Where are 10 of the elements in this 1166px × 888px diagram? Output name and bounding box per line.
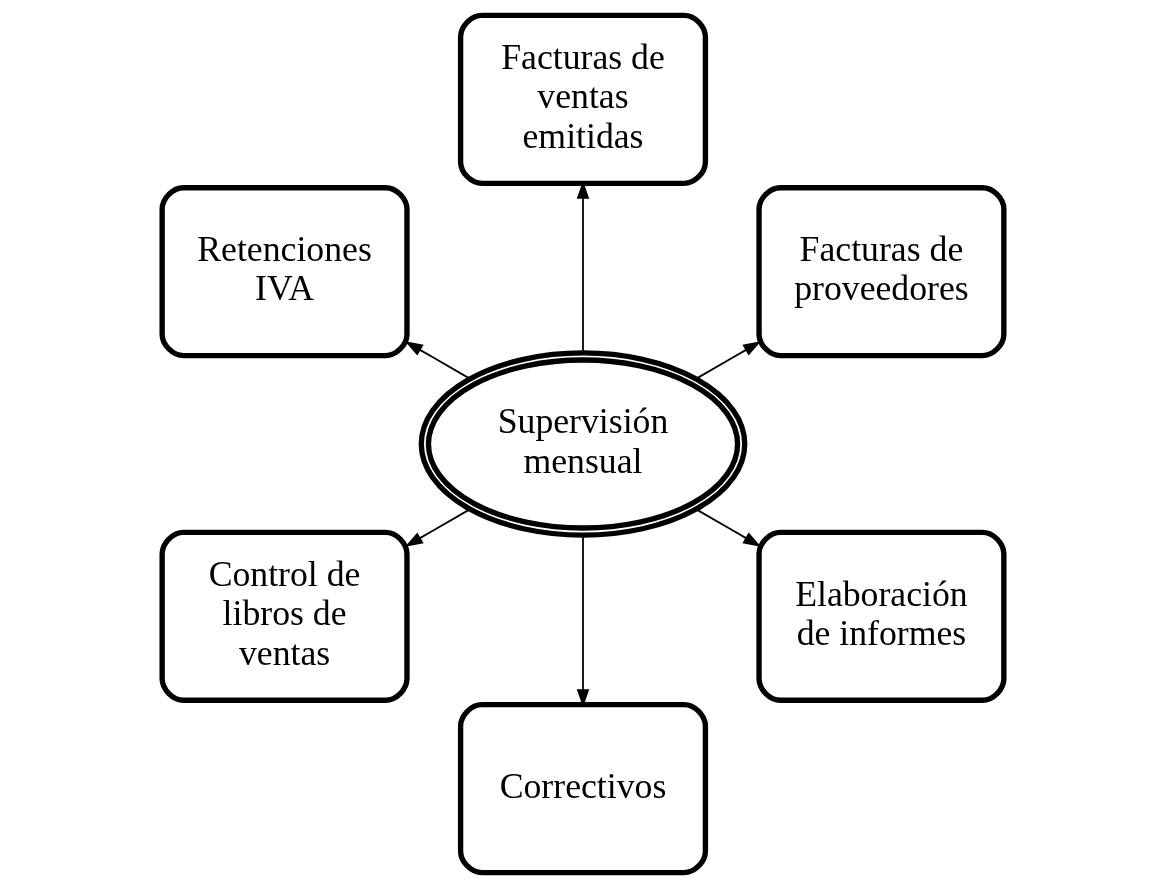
arrow [695, 508, 761, 547]
node-box: Facturas de ventas emitidas [457, 12, 709, 187]
node-box: Elaboración de informes [756, 529, 1007, 703]
arrow [405, 341, 471, 380]
arrow [695, 341, 761, 380]
node-box: Control de libros de ventas [159, 529, 410, 703]
node-box: Retenciones IVA [159, 185, 410, 359]
node-box: Correctivos [457, 701, 709, 876]
arrow [405, 508, 471, 547]
node-box: Facturas de proveedores [756, 185, 1007, 359]
